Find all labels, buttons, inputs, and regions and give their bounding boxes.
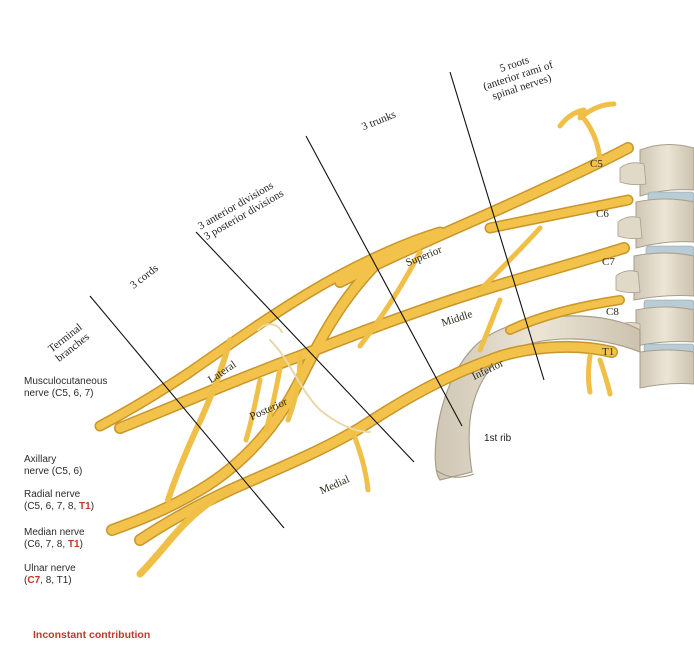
median-roots: (C6, 7, 8, T1) bbox=[24, 539, 85, 551]
inconstant-contribution-note: Inconstant contribution bbox=[33, 629, 151, 641]
median-roots-prefix: (C6, 7, 8, bbox=[24, 539, 68, 550]
first-rib-label: 1st rib bbox=[484, 433, 512, 444]
section-divider-lines bbox=[89, 71, 545, 529]
root-label-c7: C7 bbox=[602, 256, 615, 268]
ulnar-inconstant-root: C7 bbox=[27, 575, 41, 586]
axillary-name: Axillary bbox=[24, 454, 57, 465]
ulnar-roots-prefix: ( bbox=[24, 575, 28, 586]
vertebral-column bbox=[615, 144, 694, 389]
radial-name: Radial nerve bbox=[24, 489, 81, 500]
radial-entry: Radial nerve (C5, 6, 7, 8, T1) bbox=[24, 489, 94, 513]
axillary-roots: nerve (C5, 6) bbox=[24, 466, 83, 477]
musculocutaneous-entry: Musculocutaneous nerve (C5, 6, 7) bbox=[24, 376, 107, 400]
ulnar-entry: Ulnar nerve (C7, 8, T1) bbox=[24, 563, 76, 587]
root-label-c5: C5 bbox=[590, 158, 603, 170]
radial-inconstant-root: T1 bbox=[79, 501, 91, 512]
radial-roots-suffix: ) bbox=[90, 501, 95, 512]
musculocutaneous-roots: nerve (C5, 6, 7) bbox=[24, 388, 94, 399]
root-label-c8: C8 bbox=[606, 306, 619, 318]
median-inconstant-root: T1 bbox=[67, 539, 80, 550]
nerve-paths bbox=[94, 101, 634, 578]
root-label-t1: T1 bbox=[602, 346, 615, 358]
axillary-entry: Axillary nerve (C5, 6) bbox=[24, 454, 82, 478]
radial-roots: (C5, 6, 7, 8, T1) bbox=[24, 501, 94, 513]
median-name: Median nerve bbox=[24, 527, 85, 538]
musculocutaneous-name: Musculocutaneous bbox=[24, 376, 108, 387]
ulnar-name: Ulnar nerve bbox=[24, 563, 76, 574]
ulnar-roots-suffix: , 8, T1) bbox=[40, 575, 72, 586]
radial-roots-prefix: (C5, 6, 7, 8, bbox=[24, 501, 80, 512]
ulnar-roots: (C7, 8, T1) bbox=[24, 575, 76, 587]
first-rib bbox=[434, 315, 641, 481]
median-entry: Median nerve (C6, 7, 8, T1) bbox=[24, 527, 85, 551]
median-roots-suffix: ) bbox=[79, 539, 83, 550]
root-label-c6: C6 bbox=[596, 208, 609, 220]
